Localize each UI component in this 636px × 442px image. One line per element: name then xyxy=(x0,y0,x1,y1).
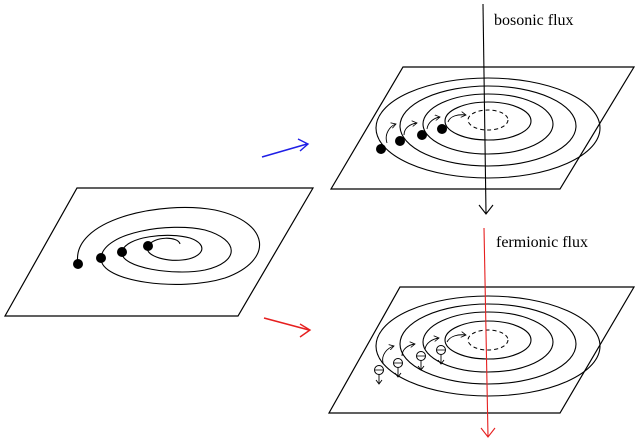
orbit xyxy=(375,77,601,179)
shift-arrow xyxy=(424,338,439,350)
vacated-orbit xyxy=(467,329,509,351)
panel-plane xyxy=(3,187,315,317)
bosonic-flux-label: bosonic flux xyxy=(494,12,574,29)
bosonic-panel xyxy=(329,66,636,190)
particle xyxy=(96,253,106,263)
shift-arrow xyxy=(403,123,417,136)
particle-group xyxy=(73,241,153,269)
orbit-spiral xyxy=(77,206,261,285)
orbit xyxy=(422,93,554,155)
particle xyxy=(437,124,447,134)
particle xyxy=(376,144,386,154)
fermion xyxy=(393,358,403,378)
shift-arrow xyxy=(401,344,415,357)
orbit xyxy=(375,295,601,397)
shift-arrow xyxy=(382,346,394,364)
fermion-group xyxy=(374,345,446,385)
orbit xyxy=(444,320,532,360)
shift-arrow xyxy=(446,335,466,343)
fermionic-flux-label: fermionic flux xyxy=(496,234,588,251)
particle xyxy=(417,130,427,140)
bosonic-flux-arrowhead xyxy=(478,204,494,215)
particle xyxy=(395,136,405,146)
orbit xyxy=(399,303,577,385)
red-arrow-head xyxy=(299,323,312,338)
panel-plane xyxy=(329,66,636,190)
orbit xyxy=(399,85,577,167)
vacated-orbit xyxy=(467,109,509,131)
shift-arrow xyxy=(385,124,396,144)
shift-arrow xyxy=(426,117,440,130)
shift-arrow xyxy=(447,115,466,123)
fermion xyxy=(374,365,384,385)
particle xyxy=(143,241,153,251)
particle-group xyxy=(376,124,447,154)
fermionic-flux-line xyxy=(483,227,489,437)
particle xyxy=(117,247,127,257)
initial-panel xyxy=(3,187,315,317)
fermion xyxy=(416,351,426,371)
bosonic-flux-line xyxy=(482,3,487,214)
orbit xyxy=(444,101,532,141)
panel-plane xyxy=(327,286,636,414)
blue-arrow-head xyxy=(297,138,310,152)
blue-arrow xyxy=(261,143,308,158)
red-arrow xyxy=(263,317,310,331)
particle xyxy=(73,259,83,269)
fermionic-panel xyxy=(327,286,636,414)
fermionic-flux-arrowhead xyxy=(480,427,496,438)
fermion xyxy=(436,345,446,365)
orbit xyxy=(422,311,554,373)
